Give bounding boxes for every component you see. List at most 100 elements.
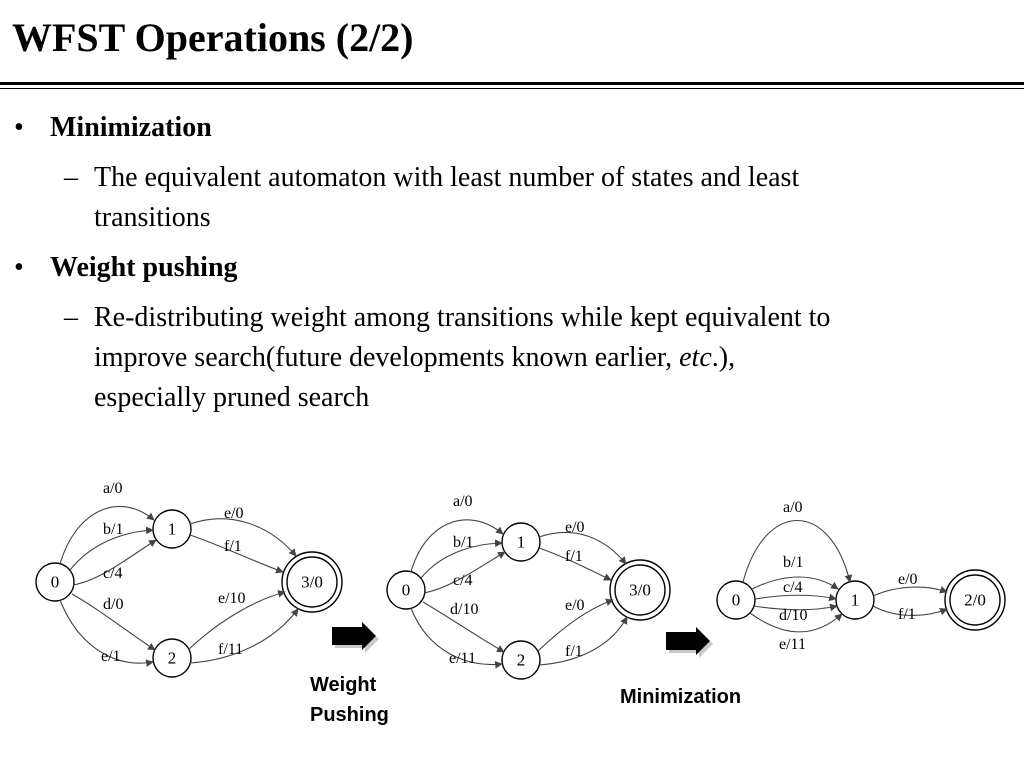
arc-a — [59, 505, 155, 565]
right-arrow-icon — [332, 622, 379, 653]
arc-e — [749, 612, 843, 633]
arc-e10 — [187, 590, 286, 651]
arc-b — [420, 539, 503, 579]
wfst-diagrams: 0 1 2 3/0 a/0 b/1 c/4 d/0 e/1 e/0 f/1 e/… — [35, 480, 1006, 680]
arc-f1 — [872, 605, 948, 616]
caption-line: Weight — [310, 674, 377, 696]
state-1: 1 — [501, 522, 541, 562]
arc-d — [71, 593, 156, 651]
arc-label: d/10 — [779, 607, 807, 624]
sub-bullet-text: improve search(future developments known… — [94, 342, 680, 373]
sub-bullet-emphasis: etc — [679, 342, 712, 373]
wfst-pushed: 0 1 2 3/0 a/0 b/1 c/4 d/10 e/11 e/0 f/1 … — [386, 493, 671, 680]
arc-b — [751, 576, 839, 590]
arc-label: e/0 — [565, 597, 585, 614]
arc-c — [72, 539, 157, 586]
state-final: 2/0 — [944, 569, 1006, 631]
svg-text:3/0: 3/0 — [301, 573, 323, 592]
arc-label: c/4 — [103, 565, 123, 582]
sub-bullet-line: especially pruned search — [94, 382, 370, 413]
title-rule-thick — [0, 82, 1024, 85]
arc-label: f/1 — [224, 538, 242, 555]
arc-e — [410, 607, 503, 669]
arc-label: a/0 — [453, 493, 473, 510]
caption-minimization: Minimization — [620, 686, 742, 708]
sub-bullet-minimization: – The equivalent automaton with least nu… — [64, 158, 1004, 238]
arc-label: c/4 — [783, 579, 803, 596]
arc-f1 — [538, 547, 612, 581]
state-2: 2 — [152, 638, 192, 678]
bullet-marker: • — [14, 112, 24, 143]
state-0: 0 — [386, 570, 426, 610]
sub-bullet-text: .), — [711, 342, 736, 373]
svg-text:0: 0 — [402, 581, 411, 600]
arc-d — [422, 601, 505, 653]
arc-label: e/1 — [101, 648, 121, 665]
arc-a — [742, 519, 853, 583]
arc-label: e/11 — [449, 650, 476, 667]
arc-label: c/4 — [453, 572, 473, 589]
arc-e0 — [538, 531, 627, 565]
svg-text:0: 0 — [732, 591, 741, 610]
arc-label: d/0 — [103, 596, 123, 613]
arc-label: e/0 — [224, 505, 244, 522]
bullet-weight-pushing: • Weight pushing — [14, 248, 238, 288]
arc-label: e/10 — [218, 590, 246, 607]
svg-text:3/0: 3/0 — [629, 581, 651, 600]
arc-f1-lower — [538, 616, 628, 666]
state-0: 0 — [35, 562, 75, 602]
arc-label: e/0 — [898, 571, 918, 588]
title-rule-thin — [0, 88, 1024, 89]
bullet-minimization: • Minimization — [14, 108, 212, 148]
arc-label: e/0 — [565, 519, 585, 536]
svg-text:2: 2 — [517, 651, 526, 670]
arc-f1 — [189, 534, 284, 574]
state-final: 3/0 — [609, 559, 671, 621]
svg-text:2: 2 — [168, 649, 177, 668]
state-final: 3/0 — [281, 551, 343, 613]
wfst-original: 0 1 2 3/0 a/0 b/1 c/4 d/0 e/1 e/0 f/1 e/… — [35, 480, 343, 678]
state-1: 1 — [152, 509, 192, 549]
bullet-marker: • — [14, 252, 24, 283]
right-arrow-icon — [666, 627, 713, 658]
sub-bullet-line: The equivalent automaton with least numb… — [94, 162, 800, 193]
arc-label: f/11 — [218, 641, 243, 658]
arc-label: f/1 — [565, 643, 583, 660]
svg-text:2/0: 2/0 — [964, 591, 986, 610]
arc-label: b/1 — [783, 554, 803, 571]
arc-b — [69, 526, 154, 571]
arc-e0 — [189, 518, 297, 557]
arc-e0-lower — [536, 598, 614, 653]
sub-bullet-line: Re-distributing weight among transitions… — [94, 302, 831, 333]
arc-d — [753, 603, 838, 612]
arc-c — [423, 551, 506, 594]
arc-label: b/1 — [103, 521, 123, 538]
svg-text:1: 1 — [517, 533, 526, 552]
arc-label: b/1 — [453, 534, 473, 551]
bullet-heading: Weight pushing — [50, 252, 238, 283]
arc-f11 — [189, 608, 299, 664]
caption-line: Pushing — [310, 704, 389, 726]
arc-label: a/0 — [783, 499, 803, 516]
caption-weight-pushing: Weight Pushing — [310, 670, 389, 730]
arc-label: a/0 — [103, 480, 123, 497]
sub-bullet-marker: – — [64, 162, 78, 193]
sub-bullet-line: transitions — [94, 202, 211, 233]
arc-label: e/11 — [779, 636, 806, 653]
wfst-minimized: 0 1 2/0 a/0 b/1 c/4 d/10 e/11 e/0 f/1 — [716, 499, 1006, 653]
sub-bullet-marker: – — [64, 302, 78, 333]
state-0: 0 — [716, 580, 756, 620]
arc-label: d/10 — [450, 601, 478, 618]
arc-label: f/1 — [565, 548, 583, 565]
arc-a — [410, 519, 504, 573]
svg-text:0: 0 — [51, 573, 60, 592]
arc-e — [59, 599, 154, 667]
sub-bullet-line: improve search(future developments known… — [94, 338, 1004, 378]
slide-title: WFST Operations (2/2) — [12, 15, 414, 60]
state-2: 2 — [501, 640, 541, 680]
state-1: 1 — [835, 580, 875, 620]
arc-label: f/1 — [898, 606, 916, 623]
sub-bullet-weight-pushing: – Re-distributing weight among transitio… — [64, 298, 1004, 418]
svg-text:1: 1 — [168, 520, 177, 539]
bullet-heading: Minimization — [50, 112, 212, 143]
